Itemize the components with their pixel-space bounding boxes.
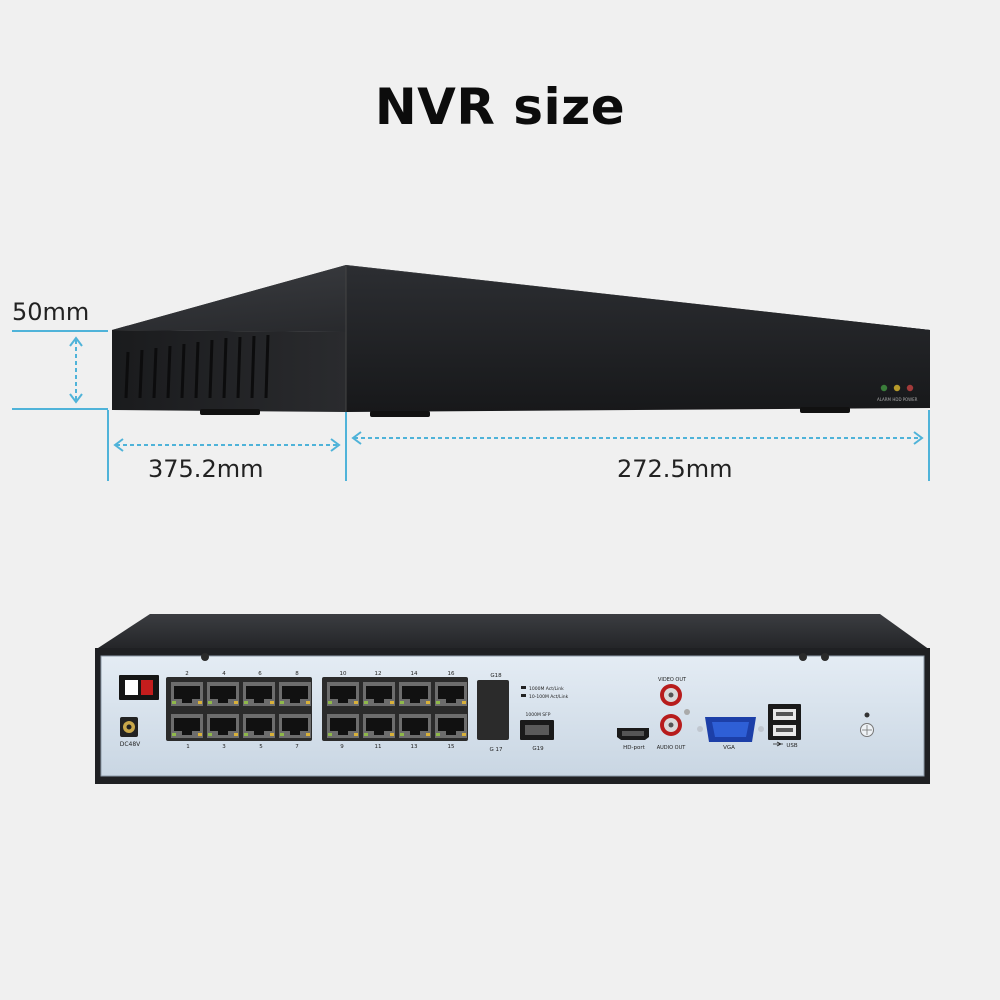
hdmi-port [617, 728, 649, 740]
port-number: 1 [186, 744, 190, 750]
rj45-port [363, 682, 395, 706]
dc-power-jack [120, 717, 138, 737]
port-number: 16 [448, 671, 455, 677]
rj45-port [207, 714, 239, 738]
led-label-power: POWER [903, 397, 918, 402]
uplink-top-label: G18 [490, 673, 502, 679]
port-number: 12 [375, 671, 382, 677]
rj45-port [279, 682, 311, 706]
height-arrowhead-up [69, 336, 83, 347]
vga-label: VGA [723, 745, 735, 751]
led-label-alarm: ALARM [877, 397, 892, 402]
nvr-front-view: ALARM HDD POWER [112, 265, 930, 417]
port-number: 14 [411, 671, 418, 677]
page-title: NVR size [374, 78, 626, 136]
rj45-port [207, 682, 239, 706]
ground-terminal-icon [860, 712, 874, 737]
usb-ports [768, 704, 801, 740]
height-arrowhead-down [69, 393, 83, 404]
width-arrowhead-right [330, 438, 341, 452]
link-legend-1000: 1000M Act/Link [529, 686, 564, 692]
ground-screw [684, 709, 690, 715]
rj45-port [327, 714, 359, 738]
port-number: 13 [411, 744, 418, 750]
width-arrowhead-left [113, 438, 124, 452]
rj45-port [171, 682, 203, 706]
port-number: 10 [340, 671, 347, 677]
rj45-port [363, 714, 395, 738]
rj45-port [435, 682, 467, 706]
rj45-port [243, 714, 275, 738]
led-label-hdd: HDD [892, 397, 901, 402]
port-number: 5 [259, 744, 263, 750]
audio-out-jack [660, 714, 682, 736]
front-leds: ALARM HDD POWER [877, 384, 918, 402]
port-number: 15 [448, 744, 455, 750]
rj45-port [279, 714, 311, 738]
sfp-top-label: 1000M SFP [526, 712, 551, 718]
usb-label: USB [786, 743, 798, 749]
sfp-label: G19 [532, 746, 544, 752]
height-dimension-label: 50mm [12, 298, 90, 326]
uplink-bottom-label: G 17 [489, 747, 503, 753]
port-number: 8 [295, 671, 299, 677]
usb-icon [773, 741, 783, 747]
nvr-rear-view: DC48V 2 4 6 8 10 12 14 16 1 3 5 7 9 11 1… [95, 614, 930, 784]
rj45-port [327, 682, 359, 706]
sfp-port [520, 720, 554, 740]
port-number: 3 [222, 744, 226, 750]
port-number: 6 [258, 671, 262, 677]
video-out-jack [660, 684, 682, 706]
port-number: 9 [340, 744, 344, 750]
rj45-port [435, 714, 467, 738]
video-out-label: VIDEO OUT [658, 677, 687, 683]
link-legend-100: 10-100M Act/Link [529, 694, 569, 700]
rj45-port [243, 682, 275, 706]
rj45-port [171, 714, 203, 738]
side-vents [124, 334, 270, 399]
power-switch [119, 675, 159, 700]
port-number: 2 [185, 671, 189, 677]
port-number: 7 [295, 744, 299, 750]
width-dimension-label: 375.2mm [148, 455, 264, 483]
port-number: 4 [222, 671, 226, 677]
hdmi-label: HD-port [623, 745, 645, 751]
depth-dimension-label: 272.5mm [617, 455, 733, 483]
rj45-port [399, 714, 431, 738]
depth-arrowhead-left [351, 431, 362, 445]
rj45-port [399, 682, 431, 706]
dimension-lines [12, 330, 930, 481]
uplink-port-block [477, 680, 509, 740]
dc-label: DC48V [120, 741, 141, 748]
audio-out-label: AUDIO OUT [657, 745, 687, 751]
vga-port [697, 717, 764, 742]
port-number: 11 [375, 744, 382, 750]
depth-arrowhead-right [913, 431, 924, 445]
